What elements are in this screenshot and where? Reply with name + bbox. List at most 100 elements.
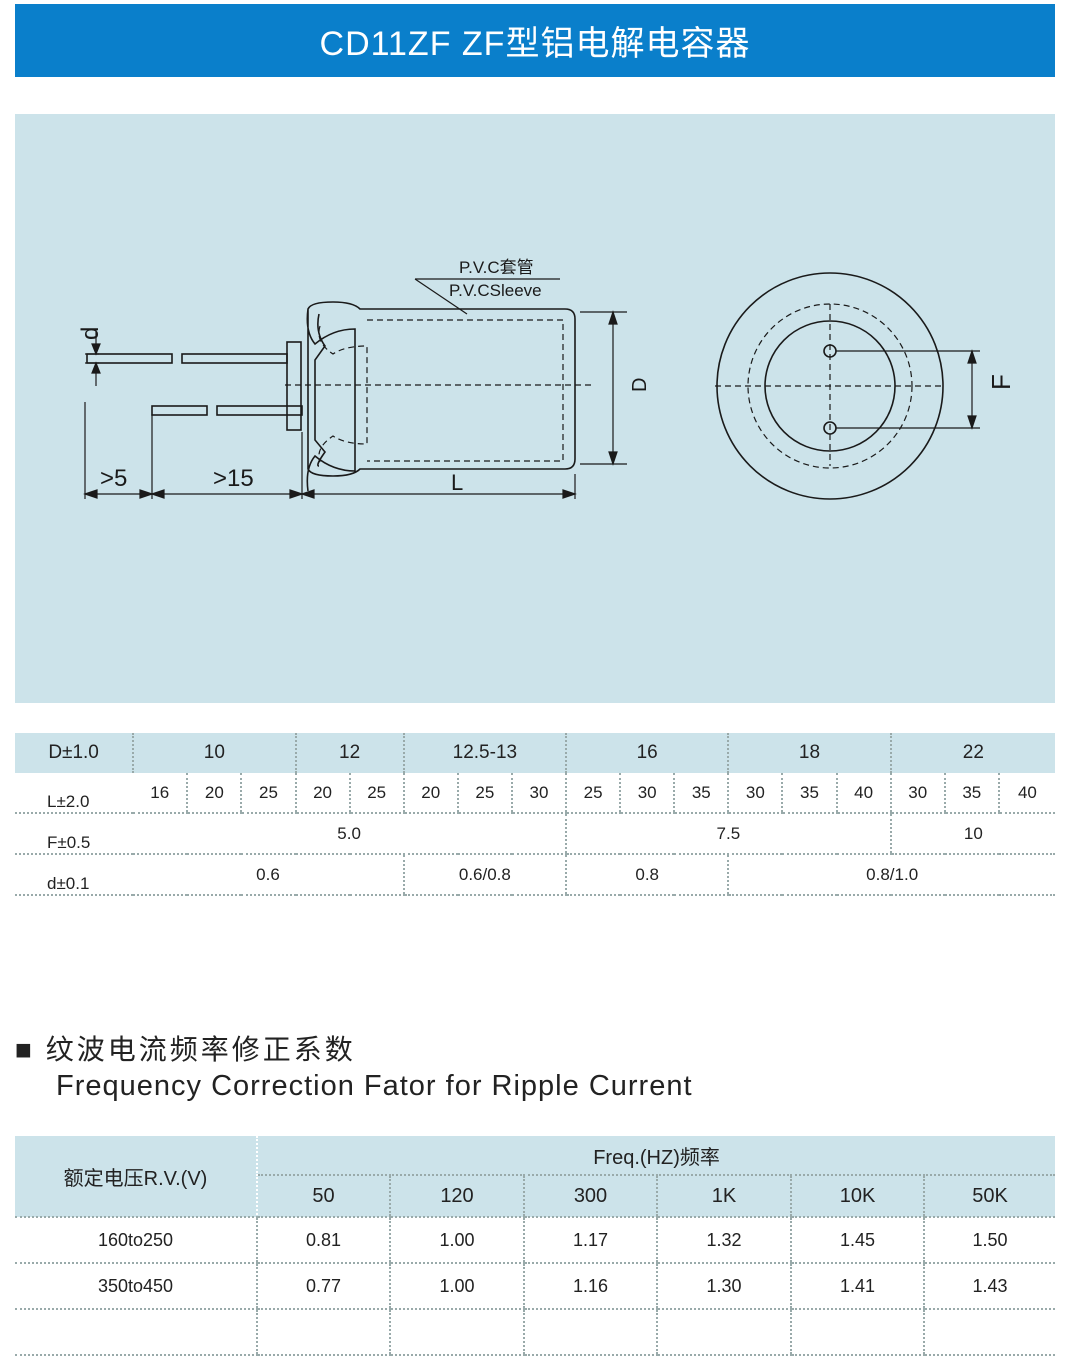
D-value: 16 xyxy=(565,733,729,773)
page-title: CD11ZF ZF型铝电解电容器 xyxy=(319,25,751,63)
L-value: 35 xyxy=(943,773,999,814)
d-value: 0.8 xyxy=(565,854,729,896)
L-value: 20 xyxy=(186,773,242,814)
L-value: 25 xyxy=(240,773,296,814)
table-row-empty xyxy=(15,1309,1056,1356)
section-title-cn-text: 纹波电流频率修正系数 xyxy=(45,1034,356,1065)
freq-value: 120 xyxy=(389,1175,524,1218)
table-row: 350to450 0.77 1.00 1.16 1.30 1.41 1.43 xyxy=(15,1263,1056,1310)
d-label: d±0.1 xyxy=(15,854,134,896)
dimension-diagram: P.V.C套管 P.V.CSleeve D d xyxy=(15,114,1055,703)
table-row: 160to250 0.81 1.00 1.17 1.32 1.45 1.50 xyxy=(15,1217,1056,1264)
F-arrow-bottom xyxy=(967,415,977,430)
row-D: D±1.0 10 12 12.5-13 16 18 22 xyxy=(15,733,1055,773)
L-value: 40 xyxy=(835,773,891,814)
L-value: 30 xyxy=(727,773,783,814)
factor-cell: 1.43 xyxy=(922,1263,1056,1310)
arrow-4 xyxy=(289,489,304,499)
dim-5-label: >5 xyxy=(100,465,127,492)
capacitor-drawing: P.V.C套管 P.V.CSleeve D d xyxy=(77,258,1016,500)
F-value: 7.5 xyxy=(565,813,891,855)
row-F: F±0.5 5.0 7.5 10 xyxy=(15,813,1055,855)
D-value: 10 xyxy=(132,733,296,773)
factor-cell: 1.41 xyxy=(790,1263,924,1310)
rv-cell: 160to250 xyxy=(15,1217,257,1264)
row-d: d±0.1 0.6 0.6/0.8 0.8 0.8/1.0 xyxy=(15,854,1055,896)
factor-cell: 1.50 xyxy=(922,1217,1056,1264)
F-label: F xyxy=(986,374,1016,390)
rv-cell: 350to450 xyxy=(15,1263,257,1310)
L-value: 25 xyxy=(348,773,404,814)
D-arrow-bottom xyxy=(608,451,618,466)
D-value: 12.5-13 xyxy=(402,733,567,773)
L-value: 30 xyxy=(510,773,567,814)
d-arrow-top xyxy=(91,343,101,356)
L-value: 25 xyxy=(565,773,621,814)
freq-value: 50K xyxy=(922,1175,1056,1218)
freq-header-row: 额定电压R.V.(V) Freq.(HZ)频率 xyxy=(15,1136,1056,1218)
seal-plate xyxy=(286,341,302,431)
freq-header: Freq.(HZ)频率 xyxy=(257,1136,1056,1176)
arrow-3 xyxy=(150,489,165,499)
L-value: 20 xyxy=(402,773,458,814)
rv-header: 额定电压R.V.(V) xyxy=(15,1136,258,1218)
lead-upper-right xyxy=(181,353,288,364)
factor-cell: 0.81 xyxy=(256,1217,390,1264)
L-value: 30 xyxy=(619,773,675,814)
L-value: 16 xyxy=(133,773,188,814)
freq-value: 10K xyxy=(790,1175,924,1218)
arrow-6 xyxy=(562,489,577,499)
section-title-en: Frequency Correction Fator for Ripple Cu… xyxy=(56,1070,693,1102)
D-value: 18 xyxy=(727,733,891,773)
F-value: 5.0 xyxy=(133,813,567,855)
D-value: 22 xyxy=(889,733,1055,773)
F-value: 10 xyxy=(889,813,1055,855)
freq-value: 300 xyxy=(523,1175,657,1218)
factor-cell: 1.32 xyxy=(656,1217,791,1264)
body-inner-edge xyxy=(314,313,327,467)
D-arrow-top xyxy=(608,310,618,325)
D-value: 12 xyxy=(294,733,404,773)
factor-cell: 1.16 xyxy=(523,1263,657,1310)
L-value: 30 xyxy=(889,773,945,814)
arrow-2 xyxy=(139,489,154,499)
L-value: 25 xyxy=(456,773,512,814)
freq-values-row: 50 120 300 1K 10K 50K xyxy=(15,1175,1056,1218)
freq-value: 1K xyxy=(656,1175,791,1218)
sleeve-leader-diagonal xyxy=(414,278,468,315)
d-value: 0.8/1.0 xyxy=(727,854,1055,896)
sleeve-dashed-outline xyxy=(318,319,564,463)
freq-value: 50 xyxy=(257,1175,390,1218)
lead-lower-right xyxy=(216,405,303,416)
D-label: D xyxy=(629,378,651,392)
dimension-table: D±1.0 10 12 12.5-13 16 18 22 L±2.0 16 20… xyxy=(15,733,1055,896)
factor-cell: 0.77 xyxy=(256,1263,390,1310)
L-value: 40 xyxy=(997,773,1055,814)
factor-cell: 1.17 xyxy=(523,1217,657,1264)
F-arrow-top xyxy=(967,349,977,364)
L-value: 20 xyxy=(294,773,350,814)
row-L: L±2.0 16 20 25 20 25 20 25 30 25 30 35 3… xyxy=(15,773,1055,814)
F-label: F±0.5 xyxy=(15,813,134,855)
D-label: D±1.0 xyxy=(15,733,134,773)
page-header: CD11ZF ZF型铝电解电容器 xyxy=(15,4,1055,77)
lead-lower-left xyxy=(151,405,208,416)
L-value: 35 xyxy=(673,773,729,814)
d-arrow-bottom xyxy=(91,361,101,374)
lead-upper-left xyxy=(86,353,173,364)
d-value: 0.6/0.8 xyxy=(402,854,567,896)
dim-15-label: >15 xyxy=(213,465,254,492)
arrow-1 xyxy=(83,489,98,499)
d-value: 0.6 xyxy=(133,854,404,896)
arrow-5 xyxy=(300,489,315,499)
L-label: L xyxy=(451,470,463,495)
d-label: d xyxy=(77,327,104,340)
capacitor-body xyxy=(306,301,576,492)
factor-cell: 1.00 xyxy=(389,1217,524,1264)
sleeve-label-cn: P.V.C套管 xyxy=(459,258,534,277)
factor-cell: 1.30 xyxy=(656,1263,791,1310)
L-label: L±2.0 xyxy=(15,773,134,814)
sleeve-label-en: P.V.CSleeve xyxy=(449,281,542,300)
bullet-icon: ■ xyxy=(15,1034,35,1065)
factor-cell: 1.00 xyxy=(389,1263,524,1310)
